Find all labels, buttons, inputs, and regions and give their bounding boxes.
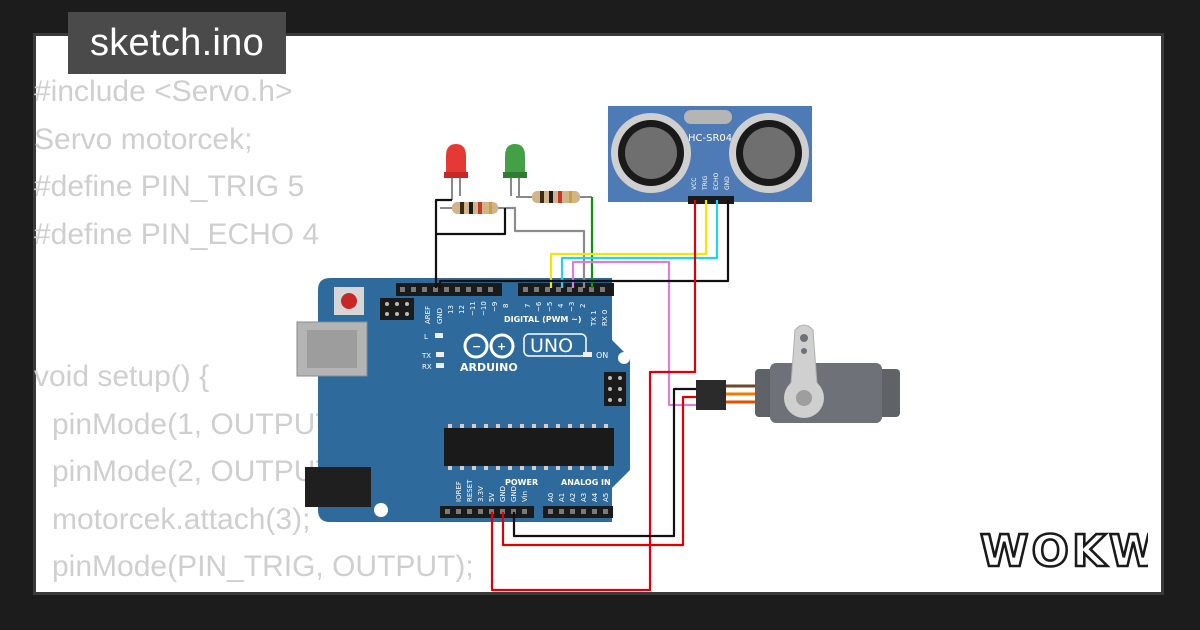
wokwi-logo: WOKWi bbox=[979, 525, 1148, 578]
resistor[interactable] bbox=[440, 202, 506, 214]
code-line: #define PIN_TRIG 5 bbox=[34, 170, 305, 203]
sensor-pin-label: ECHO bbox=[713, 173, 720, 190]
pin-label: TX 1 bbox=[590, 310, 598, 327]
code-line: void setup() { bbox=[34, 360, 210, 393]
pin-label: A1 bbox=[558, 493, 566, 502]
pin-label: 2 bbox=[579, 304, 587, 308]
pin-label: A0 bbox=[547, 493, 555, 502]
pin-label: 12 bbox=[458, 305, 466, 314]
code-line: #define PIN_ECHO 4 bbox=[34, 217, 320, 251]
tx-label: TX bbox=[421, 352, 431, 360]
pin-label: AREF bbox=[424, 306, 432, 324]
file-tab[interactable]: sketch.ino bbox=[68, 12, 286, 74]
arduino-uno-board[interactable]: AREF GND 13 12 ~11 ~10 ~9 8 7 ~6 ~5 4 ~3… bbox=[296, 278, 630, 522]
pin-label: 3.3V bbox=[477, 486, 485, 502]
brand-label: ARDUINO bbox=[460, 361, 518, 374]
power-label: POWER bbox=[505, 478, 538, 487]
sensor-model: HC-SR04 bbox=[688, 133, 732, 144]
sensor-pin-label: GND bbox=[724, 176, 731, 190]
pin-label: 5V bbox=[488, 493, 496, 502]
pin-label: ~3 bbox=[568, 302, 576, 312]
wires bbox=[434, 197, 730, 592]
pin-label: 4 bbox=[557, 303, 565, 308]
code-line: pinMode(PIN_TRIG, OUTPUT); bbox=[52, 550, 474, 583]
pin-label: A3 bbox=[580, 493, 588, 502]
sensor-pin-label: VCC bbox=[691, 178, 698, 190]
svg-text:−: − bbox=[472, 340, 481, 353]
code-line: Servo motorcek; bbox=[34, 122, 253, 156]
pin-label: GND bbox=[510, 486, 518, 502]
code-line: pinMode(1, OUTPUT); bbox=[52, 407, 353, 441]
sensor-pin-label: TRIG bbox=[702, 175, 709, 191]
resistor[interactable] bbox=[516, 191, 592, 203]
pin-label: RX 0 bbox=[601, 310, 609, 326]
mounting-hole bbox=[618, 352, 630, 364]
atmega-chip bbox=[444, 428, 614, 466]
pin-label: ~6 bbox=[535, 301, 543, 312]
pin-label: 13 bbox=[447, 305, 455, 314]
pin-label: A4 bbox=[591, 492, 599, 502]
red-led[interactable] bbox=[444, 144, 468, 200]
pin-label: RESET bbox=[466, 479, 474, 502]
pin-label: IOREF bbox=[455, 481, 463, 502]
rx-label: RX bbox=[422, 363, 432, 371]
l-label: L bbox=[424, 333, 428, 341]
hc-sr04-sensor[interactable]: HC-SR04 VCC TRIG ECHO GND bbox=[608, 106, 812, 204]
pin-label: 8 bbox=[502, 304, 510, 308]
servo-motor[interactable] bbox=[696, 324, 900, 423]
pin-label: GND bbox=[499, 486, 507, 502]
pin-label: A2 bbox=[569, 493, 577, 502]
digital-label: DIGITAL (PWM ~) bbox=[504, 315, 582, 324]
pin-label: ~5 bbox=[546, 302, 554, 312]
code-line: #include <Servo.h> bbox=[34, 75, 293, 108]
analog-label: ANALOG IN bbox=[561, 478, 611, 487]
svg-text:+: + bbox=[497, 340, 506, 353]
pin-label: 7 bbox=[524, 304, 532, 308]
pin-label: ~9 bbox=[491, 302, 499, 312]
pin-label: GND bbox=[436, 308, 444, 324]
pin-label: ~10 bbox=[480, 301, 488, 316]
mounting-hole bbox=[374, 503, 388, 517]
on-label: ON bbox=[596, 351, 608, 360]
pin-label: ~11 bbox=[469, 301, 477, 316]
power-jack bbox=[305, 467, 371, 507]
pin-label: Vin bbox=[521, 491, 529, 502]
board-name: UNO bbox=[530, 335, 573, 357]
green-led[interactable] bbox=[503, 144, 527, 196]
code-line: motorcek.attach(3); bbox=[52, 502, 311, 536]
arduino-logo-icon bbox=[463, 333, 515, 359]
svg-text:WOKWi: WOKWi bbox=[980, 526, 1148, 577]
code-editor: #include <Servo.h> Servo motorcek; #defi… bbox=[34, 68, 474, 591]
pin-label: A5 bbox=[602, 493, 610, 502]
